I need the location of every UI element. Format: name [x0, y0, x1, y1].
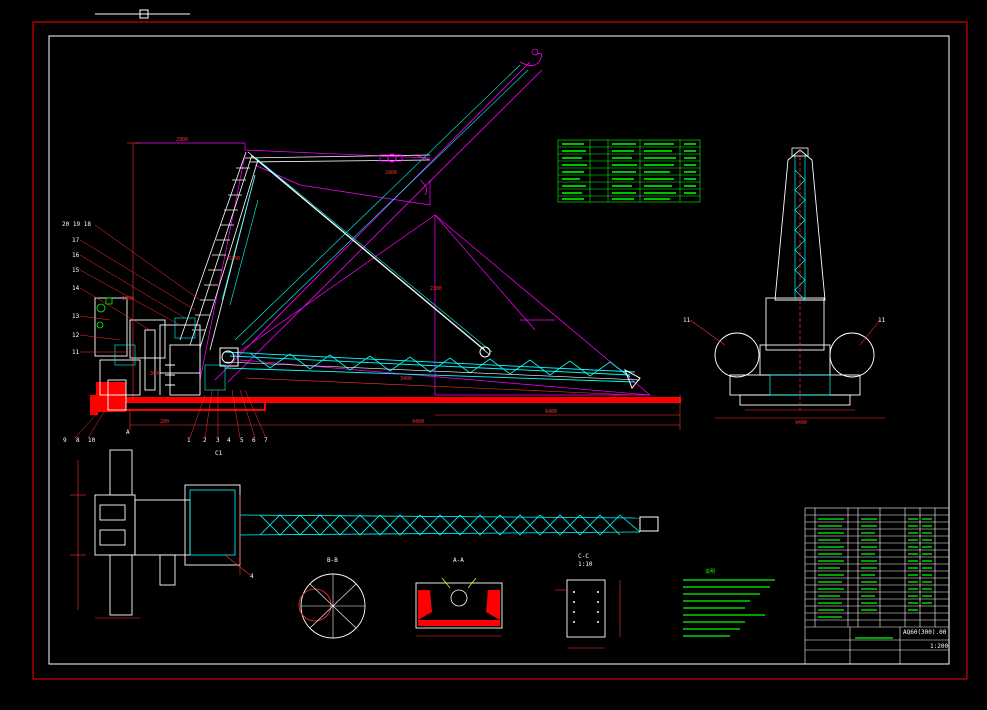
dim-300: 300 [150, 371, 159, 377]
section-b-b: B-B [298, 557, 366, 639]
side-callout-11-left: 11 [683, 317, 691, 324]
callout-1: 1 [187, 437, 191, 444]
drawing-scale: 1:200 [930, 643, 948, 650]
section-b-label: B-B [327, 557, 338, 564]
parameter-table [557, 139, 701, 203]
dimension-texts: 2900 9400 6400 2300 3400 2800 3200 200 3… [122, 137, 557, 425]
dim-2800: 2800 [385, 170, 397, 176]
top-ruler-stub [95, 9, 190, 19]
callout-6: 6 [252, 437, 256, 444]
callout-14: 14 [72, 285, 80, 292]
inner-frame [48, 35, 950, 665]
inclined-boom [179, 151, 259, 351]
side-dim: 9400 [795, 420, 807, 426]
horizontal-boom [224, 351, 636, 383]
callout-2: 2 [203, 437, 207, 444]
plan-callout-4: 4 [250, 573, 254, 580]
dim-3400: 3400 [400, 376, 412, 382]
section-c-label: C-C [578, 553, 589, 560]
view-marker-c1: C1 [215, 450, 223, 457]
view-marker-a: A [126, 429, 130, 436]
callout-5: 5 [240, 437, 244, 444]
dim-2300: 2300 [430, 286, 442, 292]
section-c-scale: 1:10 [578, 561, 593, 568]
outer-border [32, 21, 968, 680]
callouts-left: 20 19 18 17 16 15 14 13 12 11 [62, 221, 91, 356]
callout-11: 11 [72, 349, 80, 356]
callout-15: 15 [72, 267, 80, 274]
callout-10: 10 [88, 437, 96, 444]
dim-6400: 6400 [545, 409, 557, 415]
callout-3: 3 [216, 437, 220, 444]
title-block-entries [818, 518, 932, 639]
callout-9: 9 [63, 437, 67, 444]
base-slab [96, 397, 681, 403]
callout-17: 17 [72, 237, 80, 244]
callout-8: 8 [76, 437, 80, 444]
callout-7: 7 [264, 437, 268, 444]
callouts-bottom: 9 8 10 1 2 3 4 5 6 7 A C1 [63, 429, 268, 457]
drawing-number: AQ60(300).00 [903, 629, 947, 636]
notes-heading: 说明 [705, 568, 715, 575]
callout-4: 4 [227, 437, 231, 444]
dim-2900: 2900 [176, 137, 188, 143]
dim-3200: 3200 [228, 256, 240, 262]
callout-12: 12 [72, 332, 80, 339]
dim-1900: 1900 [122, 296, 134, 302]
callout-13: 13 [72, 313, 80, 320]
side-view: 11 11 9400 [683, 147, 886, 426]
main-elevation-view: 20 19 18 17 16 15 14 13 12 11 9 8 10 1 2… [62, 48, 681, 457]
technical-notes: 说明 [683, 568, 775, 637]
section-c-c: C-C 1:10 [555, 553, 621, 649]
callout-16: 16 [72, 252, 80, 259]
boom-stays [244, 151, 491, 356]
section-a-a: A-A [415, 557, 503, 637]
title-block[interactable] [804, 507, 950, 665]
construction-triangle-1 [135, 142, 246, 150]
section-a-label: A-A [453, 557, 464, 564]
callout-20-19-18: 20 19 18 [62, 221, 91, 228]
side-callout-11-right: 11 [878, 317, 886, 324]
dim-200: 200 [160, 419, 169, 425]
dim-9400: 9400 [412, 419, 424, 425]
plan-view: 4 [70, 449, 659, 619]
